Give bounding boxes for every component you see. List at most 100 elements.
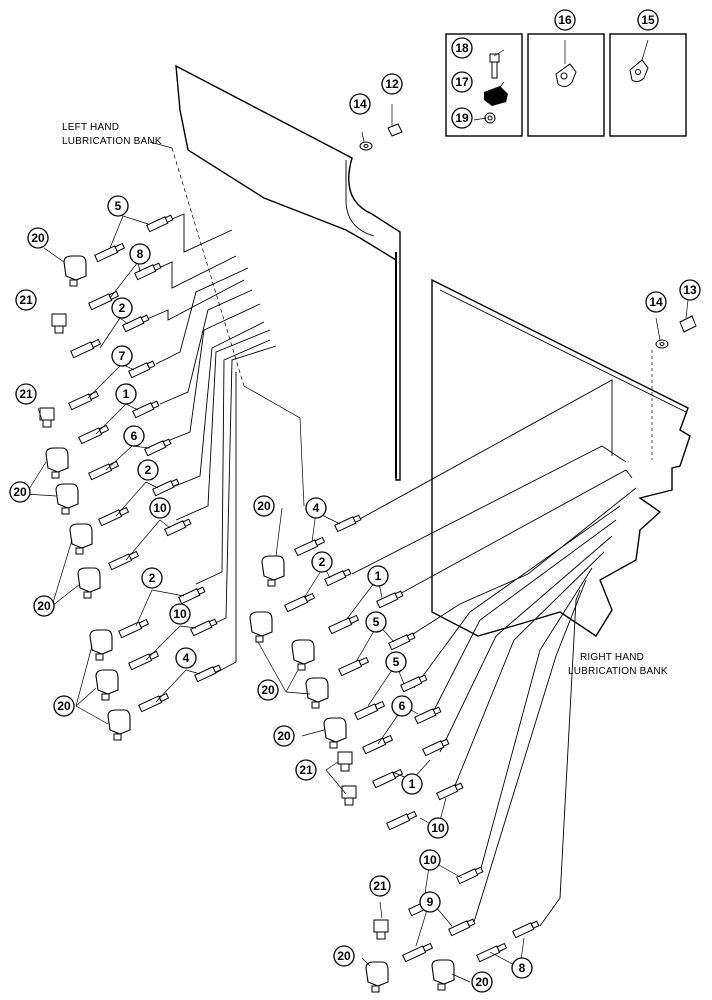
fitting xyxy=(376,590,404,609)
plug xyxy=(39,407,55,428)
elbow-cap xyxy=(249,611,273,643)
svg-text:21: 21 xyxy=(373,879,387,893)
elbow-cap xyxy=(365,961,389,993)
callout-1: 1 xyxy=(401,773,423,795)
svg-text:1: 1 xyxy=(375,569,382,583)
svg-text:20: 20 xyxy=(337,949,351,963)
fitting xyxy=(402,942,434,963)
inset-box-15 xyxy=(609,33,687,137)
svg-text:2: 2 xyxy=(319,555,326,569)
svg-text:4: 4 xyxy=(313,501,320,515)
svg-text:2: 2 xyxy=(149,571,156,585)
svg-text:20: 20 xyxy=(277,729,291,743)
elbow-cap xyxy=(89,629,113,661)
callout-20: 20 xyxy=(333,945,355,967)
left-bank-label-line1: LEFT HAND xyxy=(62,122,119,133)
left-bank-fittings xyxy=(68,214,222,713)
svg-text:20: 20 xyxy=(31,231,45,245)
fitting xyxy=(190,618,218,637)
fitting xyxy=(328,614,360,635)
svg-text:20: 20 xyxy=(475,975,489,989)
elbow-cap xyxy=(261,555,285,587)
svg-text:2: 2 xyxy=(145,463,152,477)
elbow-cap xyxy=(55,483,79,515)
svg-text:1: 1 xyxy=(123,387,130,401)
fitting xyxy=(334,514,362,533)
callout-4: 4 xyxy=(305,497,327,519)
elbow-cap xyxy=(45,447,69,479)
callout-20: 20 xyxy=(53,695,75,717)
fitting xyxy=(456,866,484,885)
fitting xyxy=(152,478,180,497)
svg-text:5: 5 xyxy=(393,655,400,669)
callout-2: 2 xyxy=(141,567,163,589)
svg-text:10: 10 xyxy=(173,607,187,621)
fitting xyxy=(146,214,174,233)
svg-text:15: 15 xyxy=(641,13,655,27)
callout-10: 10 xyxy=(169,603,191,625)
left-bank-caps xyxy=(39,255,131,741)
callout-10: 10 xyxy=(427,817,449,839)
plug xyxy=(51,313,67,334)
callout-8: 8 xyxy=(129,243,151,265)
fitting xyxy=(144,438,172,457)
svg-text:19: 19 xyxy=(455,111,469,125)
fitting xyxy=(128,650,160,671)
elbow-cap xyxy=(323,717,347,749)
svg-text:5: 5 xyxy=(373,615,380,629)
svg-text:8: 8 xyxy=(137,247,144,261)
right-bank-label: RIGHT HAND LUBRICATION BANK xyxy=(568,652,668,677)
callouts: 16 15 18 17 19 14 12 14 13 5 20 8 21 2 7… xyxy=(9,9,701,993)
callout-15: 15 xyxy=(637,9,659,31)
elbow-cap xyxy=(69,523,93,555)
fitting xyxy=(436,782,464,801)
right-bank-tubes xyxy=(351,350,653,927)
clip-16-icon xyxy=(555,40,577,88)
svg-text:20: 20 xyxy=(261,683,275,697)
callout-16: 16 xyxy=(554,9,576,31)
callout-14: 14 xyxy=(645,291,667,313)
nut-icon xyxy=(484,112,496,124)
fitting-13 xyxy=(679,315,697,333)
fitting xyxy=(134,262,162,281)
left-mounting-plate xyxy=(175,64,401,481)
bracket-icon xyxy=(484,86,508,106)
plug xyxy=(341,785,357,806)
callout-21: 21 xyxy=(15,289,37,311)
fitting xyxy=(354,700,386,721)
callout-2: 2 xyxy=(311,551,333,573)
fitting xyxy=(98,506,130,527)
elbow-cap xyxy=(107,709,131,741)
fitting xyxy=(448,918,476,937)
svg-text:1: 1 xyxy=(409,777,416,791)
fitting xyxy=(372,768,404,789)
fitting xyxy=(88,290,120,311)
callout-4: 4 xyxy=(175,647,197,669)
elbow-cap xyxy=(431,959,455,991)
svg-text:18: 18 xyxy=(455,41,469,55)
left-bank-label-line2: LUBRICATION BANK xyxy=(62,136,162,147)
svg-text:8: 8 xyxy=(519,961,526,975)
washer-14-left xyxy=(359,141,373,151)
fitting xyxy=(388,632,416,651)
callout-21: 21 xyxy=(369,875,391,897)
callout-9: 9 xyxy=(419,891,441,913)
callout-1: 1 xyxy=(115,383,137,405)
svg-text:13: 13 xyxy=(683,283,697,297)
fitting xyxy=(70,338,102,359)
fitting xyxy=(362,734,394,755)
callout-2: 2 xyxy=(137,459,159,481)
svg-text:21: 21 xyxy=(19,293,33,307)
fitting xyxy=(338,656,370,677)
fitting xyxy=(414,706,442,725)
callout-5: 5 xyxy=(385,651,407,673)
callout-19: 19 xyxy=(451,107,473,129)
callout-17: 17 xyxy=(451,71,473,93)
right-bank-label-line1: RIGHT HAND xyxy=(580,652,644,663)
fitting xyxy=(108,550,140,571)
callout-21: 21 xyxy=(295,759,317,781)
callout-10: 10 xyxy=(419,849,441,871)
clip-15-icon xyxy=(629,39,649,83)
svg-text:10: 10 xyxy=(153,501,167,515)
